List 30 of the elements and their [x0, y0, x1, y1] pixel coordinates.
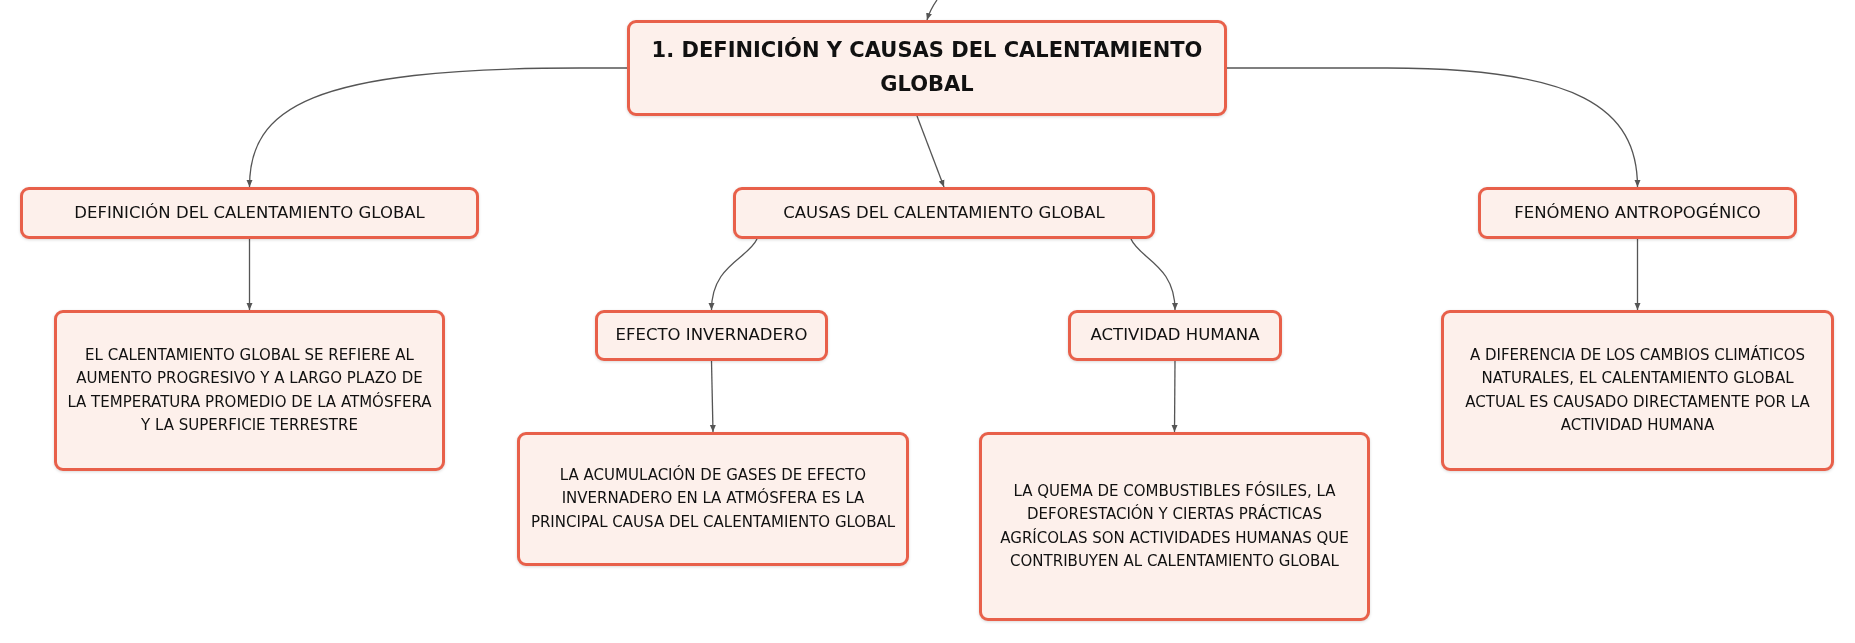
node-text: ACTIVIDAD HUMANA	[1090, 324, 1260, 347]
connector-arrow	[1634, 238, 1641, 311]
subtopic-box	[20, 187, 479, 239]
node-text: A DIFERENCIA DE LOS CAMBIOS CLIMÁTICOS NATURALES, EL CALENTAMIENTO GLOBAL ACTUAL ES CAUSADO DIRECTAMENTE POR LA ACTIVIDAD HUMANA	[1464, 344, 1811, 436]
connector-arrow	[1171, 360, 1178, 433]
connector-arrow	[709, 360, 716, 433]
subtopic-box	[1478, 187, 1797, 239]
node-text: EL CALENTAMIENTO GLOBAL SE REFIERE AL AUMENTO PROGRESIVO Y A LARGO PLAZO DE LA TEMPERATURA PROMEDIO DE LA ATMÓSFERA Y LA SUPERFICIE TERRESTRE	[67, 345, 432, 436]
subtopic-box	[733, 187, 1155, 239]
connector-arrow	[246, 238, 253, 311]
node-text: DEFINICIÓN DEL CALENTAMIENTO GLOBAL	[74, 201, 425, 224]
node-text: 1. DEFINICIÓN Y CAUSAS DEL CALENTAMIENTO GLOBAL	[650, 36, 1204, 98]
node-text: LA QUEMA DE COMBUSTIBLES FÓSILES, LA DEFORESTACIÓN Y CIERTAS PRÁCTICAS AGRÍCOLAS SON ACTIVIDADES HUMANAS QUE CONTRIBUYEN AL CALENTAMIENTO GLOBAL	[999, 480, 1350, 572]
node-text: CAUSAS DEL CALENTAMIENTO GLOBAL	[783, 201, 1105, 224]
connector-arrow	[709, 238, 758, 311]
description-box	[1441, 310, 1834, 471]
connector-arrow	[1226, 67, 1640, 188]
node-text: FENÓMENO ANTROPOGÉNICO	[1514, 201, 1761, 224]
connector-arrow	[926, 0, 938, 21]
description-box	[54, 310, 445, 471]
subtopic-box	[1068, 310, 1282, 361]
description-box	[979, 432, 1370, 621]
node-text: EFECTO INVERNADERO	[615, 324, 808, 347]
connector-arrow	[1130, 238, 1178, 311]
connector-arrow	[916, 115, 945, 188]
topic-box	[627, 20, 1227, 116]
subtopic-box	[595, 310, 828, 361]
description-box	[517, 432, 909, 566]
connector-arrow	[247, 67, 628, 188]
node-text: LA ACUMULACIÓN DE GASES DE EFECTO INVERNADERO EN LA ATMÓSFERA ES LA PRINCIPAL CAUSA DEL CALENTAMIENTO GLOBAL	[530, 464, 896, 533]
